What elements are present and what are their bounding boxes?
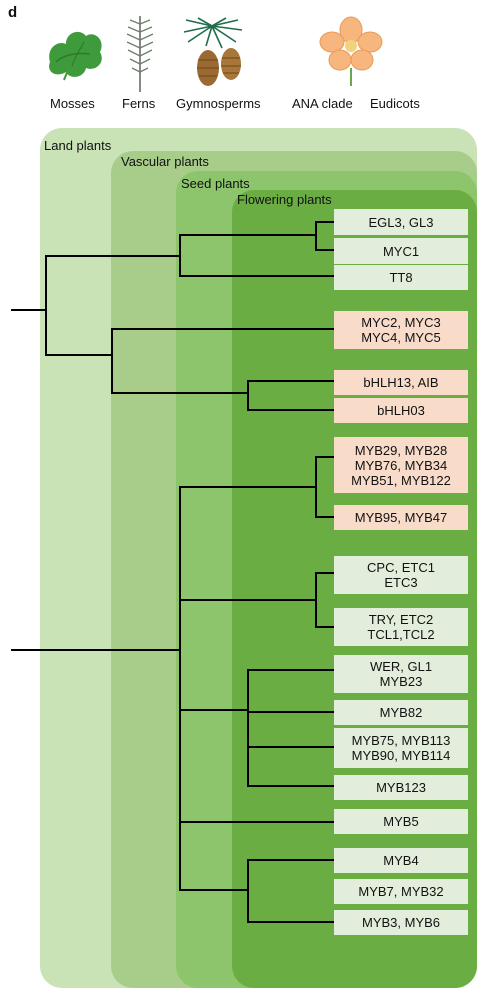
leaf-label-line: ETC3 — [384, 575, 418, 590]
leaf-label-line: MYB75, MYB113 — [351, 733, 451, 748]
leaf-label-line: MYC1 — [382, 243, 420, 259]
leaf-label-line: MYB5 — [383, 814, 419, 829]
leaf-label-line: EGL3, GL3 — [368, 214, 434, 230]
taxon-label: Ferns — [122, 96, 156, 111]
leaf-label-line: MYB82 — [379, 705, 423, 720]
leaf-label: MYB3, MYB6 — [334, 910, 468, 935]
taxon-label: Eudicots — [370, 96, 420, 111]
leaf-label-line: MYB29, MYB28 — [354, 442, 448, 458]
leaf-label: TT8 — [334, 265, 468, 290]
leaf-label-line: bHLH13, AIB — [363, 375, 439, 390]
leaf-label: MYB95, MYB47 — [334, 505, 468, 530]
leaf-label-line: MYB90, MYB114 — [351, 748, 451, 763]
seed-plants-label: Seed plants — [181, 176, 250, 191]
leaf-label-line: MYC2, MYC3 — [361, 315, 441, 330]
leaf-label-line: CPC, ETC1 — [367, 560, 435, 575]
leaf-label-line: MYB3, MYB6 — [361, 915, 441, 930]
taxon-label: ANA clade — [292, 96, 353, 111]
taxon-label: Mosses — [50, 96, 95, 111]
leaf-label-line: bHLH03 — [377, 403, 425, 418]
leaf-label-line: WER, GL1 — [369, 659, 433, 674]
leaf-label-line: MYB4 — [383, 853, 419, 868]
leaf-label: MYB4 — [334, 848, 468, 873]
leaf-label: MYB5 — [334, 809, 468, 834]
leaf-label-line: TT8 — [389, 270, 413, 285]
moss-icon — [49, 31, 102, 81]
leaf-label-line: MYB95, MYB47 — [354, 510, 448, 525]
leaf-label: MYC1 — [334, 238, 468, 264]
leaf-label: EGL3, GL3 — [334, 209, 468, 235]
leaf-label: bHLH13, AIB — [334, 370, 468, 395]
leaf-label-line: MYB76, MYB34 — [354, 457, 448, 473]
leaf-label: bHLH03 — [334, 398, 468, 423]
leaf-label: MYB123 — [334, 775, 468, 800]
leaf-label-line: MYB123 — [376, 780, 426, 795]
gymnosperm-icon — [183, 17, 243, 86]
leaf-label-line: MYB51, MYB122 — [351, 472, 451, 488]
panel-letter: d — [8, 4, 18, 21]
fern-icon — [126, 16, 154, 92]
land-plants-label: Land plants — [44, 138, 112, 153]
leaf-label: MYB7, MYB32 — [334, 879, 468, 904]
leaf-label-line: TCL1,TCL2 — [367, 627, 435, 642]
flowering-plants-label: Flowering plants — [237, 192, 332, 207]
leaf-label: MYB82 — [334, 700, 468, 725]
leaf-label-line: MYC4, MYC5 — [361, 330, 441, 345]
leaf-label-line: TRY, ETC2 — [368, 612, 434, 627]
taxon-label: Gymnosperms — [176, 96, 261, 111]
vascular-plants-label: Vascular plants — [121, 154, 209, 169]
leaf-label-line: MYB23 — [379, 674, 423, 689]
flower-icon — [319, 16, 383, 86]
leaf-label-line: MYB7, MYB32 — [358, 884, 444, 899]
